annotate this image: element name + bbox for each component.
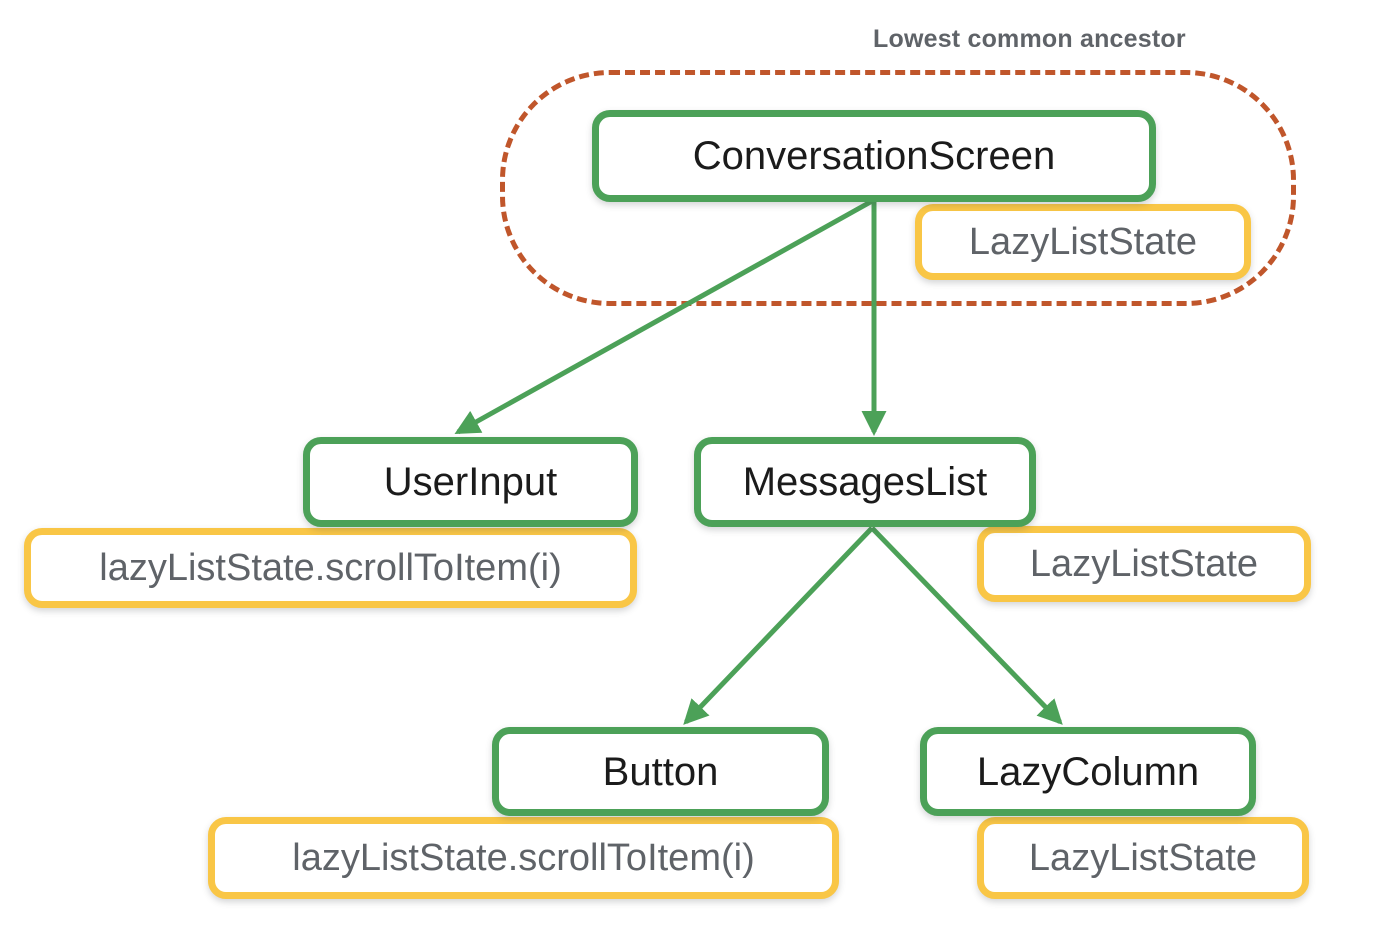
node-label: lazyListState.scrollToItem(i) <box>99 547 562 589</box>
node-label: LazyColumn <box>976 749 1200 794</box>
node-button[interactable]: Button <box>492 727 829 816</box>
node-label: LazyListState <box>1028 837 1258 879</box>
node-lazy-column[interactable]: LazyColumn <box>920 727 1256 816</box>
node-conversation-screen[interactable]: ConversationScreen <box>592 110 1156 202</box>
node-label: UserInput <box>383 460 558 504</box>
node-label: LazyListState <box>968 221 1198 263</box>
node-scrolltoitem-button[interactable]: lazyListState.scrollToItem(i) <box>208 817 839 899</box>
node-messages-list[interactable]: MessagesList <box>694 437 1036 527</box>
node-label: lazyListState.scrollToItem(i) <box>292 837 755 879</box>
node-lazyliststate-messageslist[interactable]: LazyListState <box>977 526 1311 602</box>
node-user-input[interactable]: UserInput <box>303 437 638 527</box>
node-label: ConversationScreen <box>692 134 1056 178</box>
node-label: Button <box>602 749 719 794</box>
node-label: LazyListState <box>1029 543 1259 585</box>
lowest-common-ancestor-region <box>500 70 1296 306</box>
node-lazyliststate-lazycolumn[interactable]: LazyListState <box>977 817 1309 899</box>
node-scrolltoitem-userinput[interactable]: lazyListState.scrollToItem(i) <box>24 528 637 608</box>
node-label: MessagesList <box>742 460 988 504</box>
edge-messageslist-button <box>683 526 874 725</box>
lowest-common-ancestor-label: Lowest common ancestor <box>873 25 1186 53</box>
node-lazyliststate-root[interactable]: LazyListState <box>915 204 1251 280</box>
